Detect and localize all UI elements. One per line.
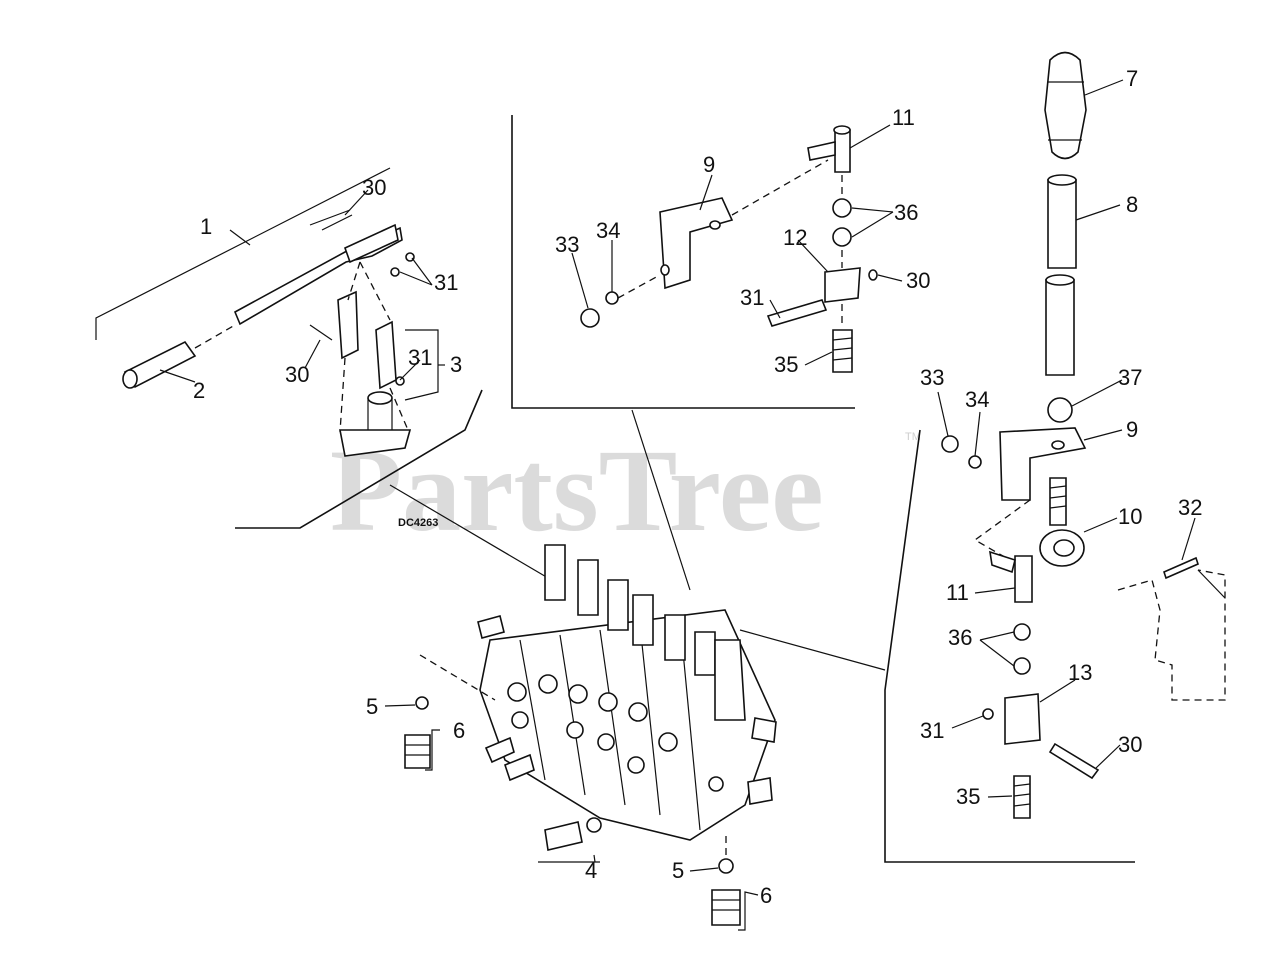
callout-37: 37 (1118, 365, 1142, 390)
callout-35-center: 35 (774, 352, 798, 377)
callout-34-right: 34 (965, 387, 989, 412)
watermark-text: PartsTree (330, 425, 824, 556)
detail-right-parts (941, 51, 1226, 819)
detail-center-parts (580, 125, 878, 373)
callout-30-right: 30 (1118, 732, 1142, 757)
callout-9-right: 9 (1126, 417, 1138, 442)
callout-3: 3 (450, 352, 462, 377)
callout-30-center: 30 (906, 268, 930, 293)
callout-36-center: 36 (894, 200, 918, 225)
callout-33-right: 33 (920, 365, 944, 390)
callout-8: 8 (1126, 192, 1138, 217)
lever-assembly-left (95, 167, 439, 457)
callout-31-left: 31 (408, 345, 432, 370)
callout-31-top-left: 31 (434, 270, 458, 295)
callout-13: 13 (1068, 660, 1092, 685)
callout-30-top-left: 30 (362, 175, 386, 200)
detail-frame-left (235, 389, 561, 586)
callout-12: 12 (783, 225, 807, 250)
callout-9-center: 9 (703, 152, 715, 177)
leader-lines (159, 79, 1196, 931)
callout-labels: 1 2 30 31 30 31 3 9 33 34 11 36 12 31 30… (193, 66, 1202, 908)
callout-35-right: 35 (956, 784, 980, 809)
callout-11-center: 11 (892, 105, 915, 130)
callout-32: 32 (1178, 495, 1202, 520)
callout-7: 7 (1126, 66, 1138, 91)
callout-2: 2 (193, 378, 205, 403)
diagram-code: DC4263 (398, 517, 438, 529)
detail-frame-right (739, 429, 1135, 863)
callout-6-bottom: 6 (760, 883, 772, 908)
callout-1: 1 (200, 214, 212, 239)
detail-frame-center (511, 115, 855, 591)
callout-31-right: 31 (920, 718, 944, 743)
watermark-trademark: TM (905, 431, 921, 443)
callout-36-right: 36 (948, 625, 972, 650)
callout-5-left: 5 (366, 694, 378, 719)
callout-5-bottom: 5 (672, 858, 684, 883)
callout-33-center: 33 (555, 232, 579, 257)
callout-6-left: 6 (453, 718, 465, 743)
callout-30-left: 30 (285, 362, 309, 387)
callout-31-center: 31 (740, 285, 764, 310)
control-valve-bank (404, 544, 777, 926)
callout-11-right: 11 (946, 580, 969, 605)
callout-4: 4 (585, 858, 597, 883)
callout-10: 10 (1118, 504, 1142, 529)
callout-34-center: 34 (596, 218, 620, 243)
